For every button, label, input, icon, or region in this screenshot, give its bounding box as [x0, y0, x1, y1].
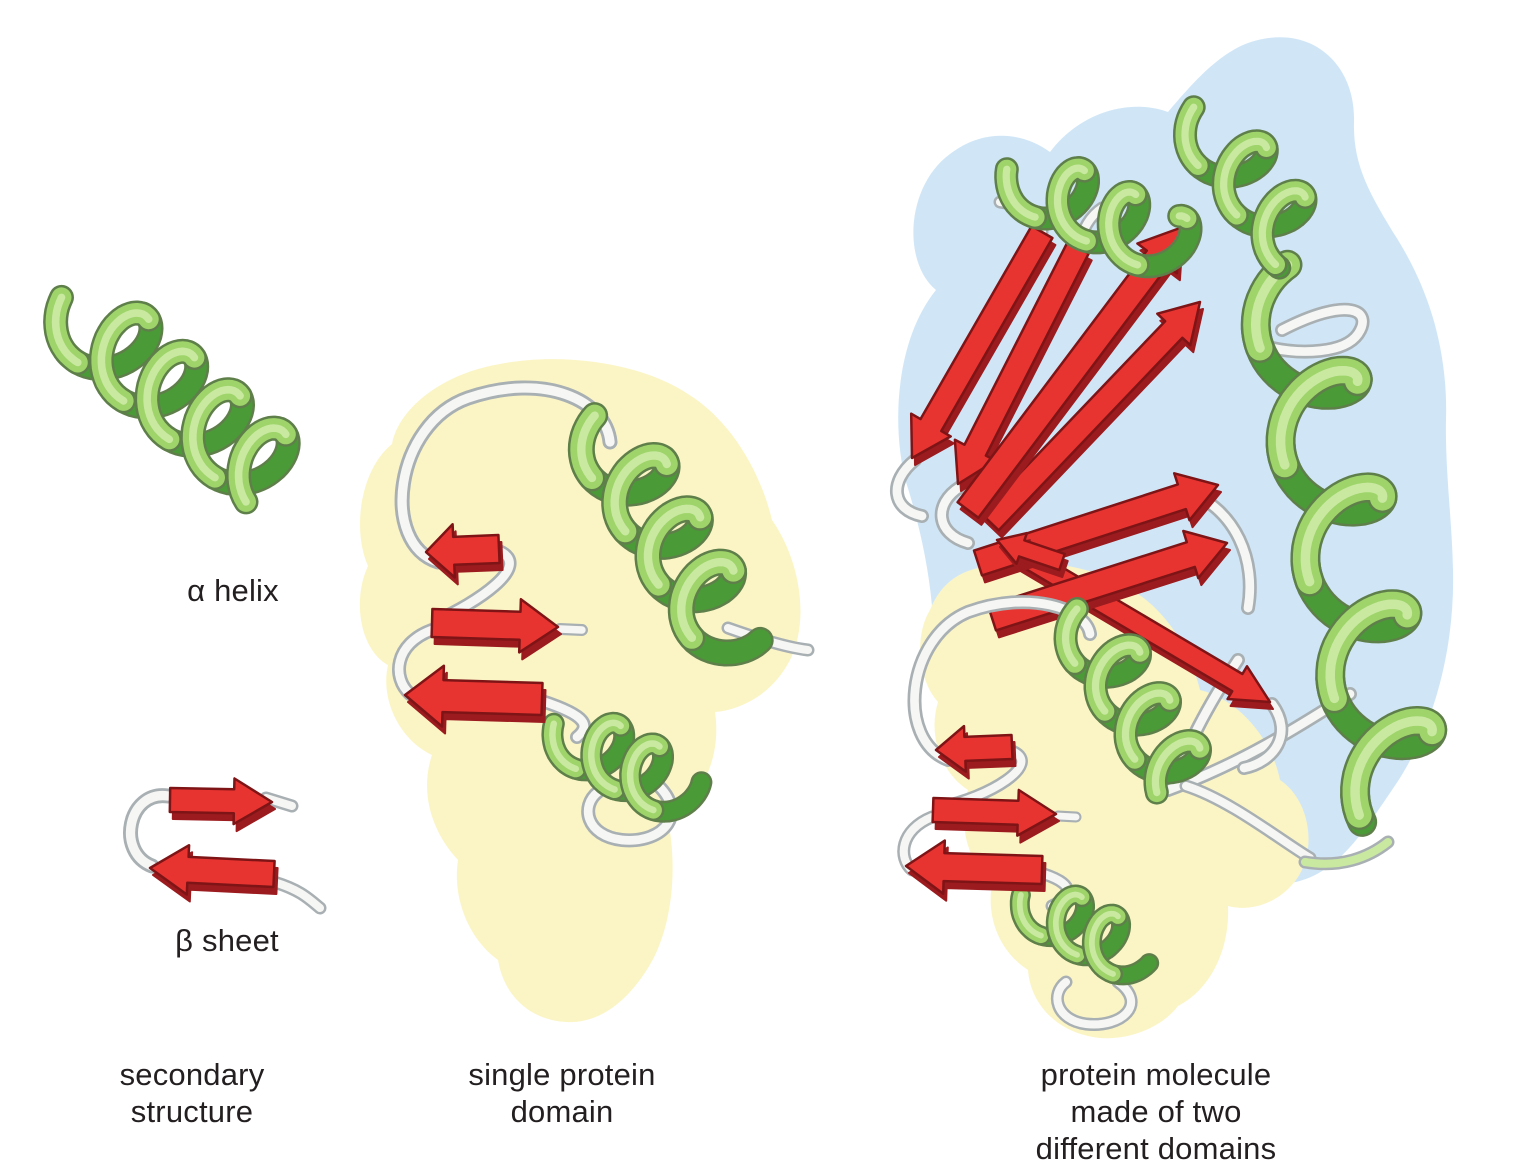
loop-tubes-blue-domain: [890, 195, 1370, 797]
beta-strand-arrows-blue-domain: [909, 224, 1274, 710]
alpha-helix-coil-yellow-domain: [1009, 884, 1160, 986]
alpha-helix-coil-single-domain: [541, 711, 713, 823]
caption-secondary-structure: secondary structure: [42, 1056, 342, 1130]
alpha-helix-ribbon: [43, 284, 301, 515]
caption-line: structure: [130, 1094, 254, 1129]
caption-line: made of two: [1070, 1094, 1242, 1129]
alpha-helix-ribbon-top-left: [994, 156, 1203, 279]
beta-sheet-illustration: [123, 777, 327, 915]
beta-strand-arrows-yellow-domain: [904, 724, 1060, 902]
caption-line: different domains: [1035, 1131, 1277, 1166]
single-domain-illustration: [359, 359, 815, 1023]
alpha-helix-ribbon-single-domain: [567, 402, 774, 667]
loop-tubes-beta-sheet: [123, 788, 327, 915]
caption-two-domain-protein: protein molecule made of two different d…: [956, 1056, 1356, 1167]
alpha-helix-ribbon-top-right: [1173, 95, 1318, 280]
caption-line: protein molecule: [1040, 1057, 1272, 1092]
caption-line: secondary: [119, 1057, 265, 1092]
alpha-helix-ribbon-long: [1240, 249, 1448, 837]
beta-strand-arrows-sheet: [148, 777, 279, 903]
caption-line: single protein: [468, 1057, 656, 1092]
label-alpha-helix: α helix: [187, 573, 279, 608]
caption-single-protein-domain: single protein domain: [412, 1056, 712, 1130]
alpha-helix-ribbon-yellow-domain: [1053, 597, 1212, 805]
beta-strand-arrows-single-domain: [403, 523, 562, 735]
caption-line: domain: [510, 1094, 614, 1129]
two-domain-illustration: [890, 37, 1454, 1039]
label-beta-sheet: β sheet: [175, 923, 279, 958]
alpha-helix-illustration: [43, 284, 301, 515]
